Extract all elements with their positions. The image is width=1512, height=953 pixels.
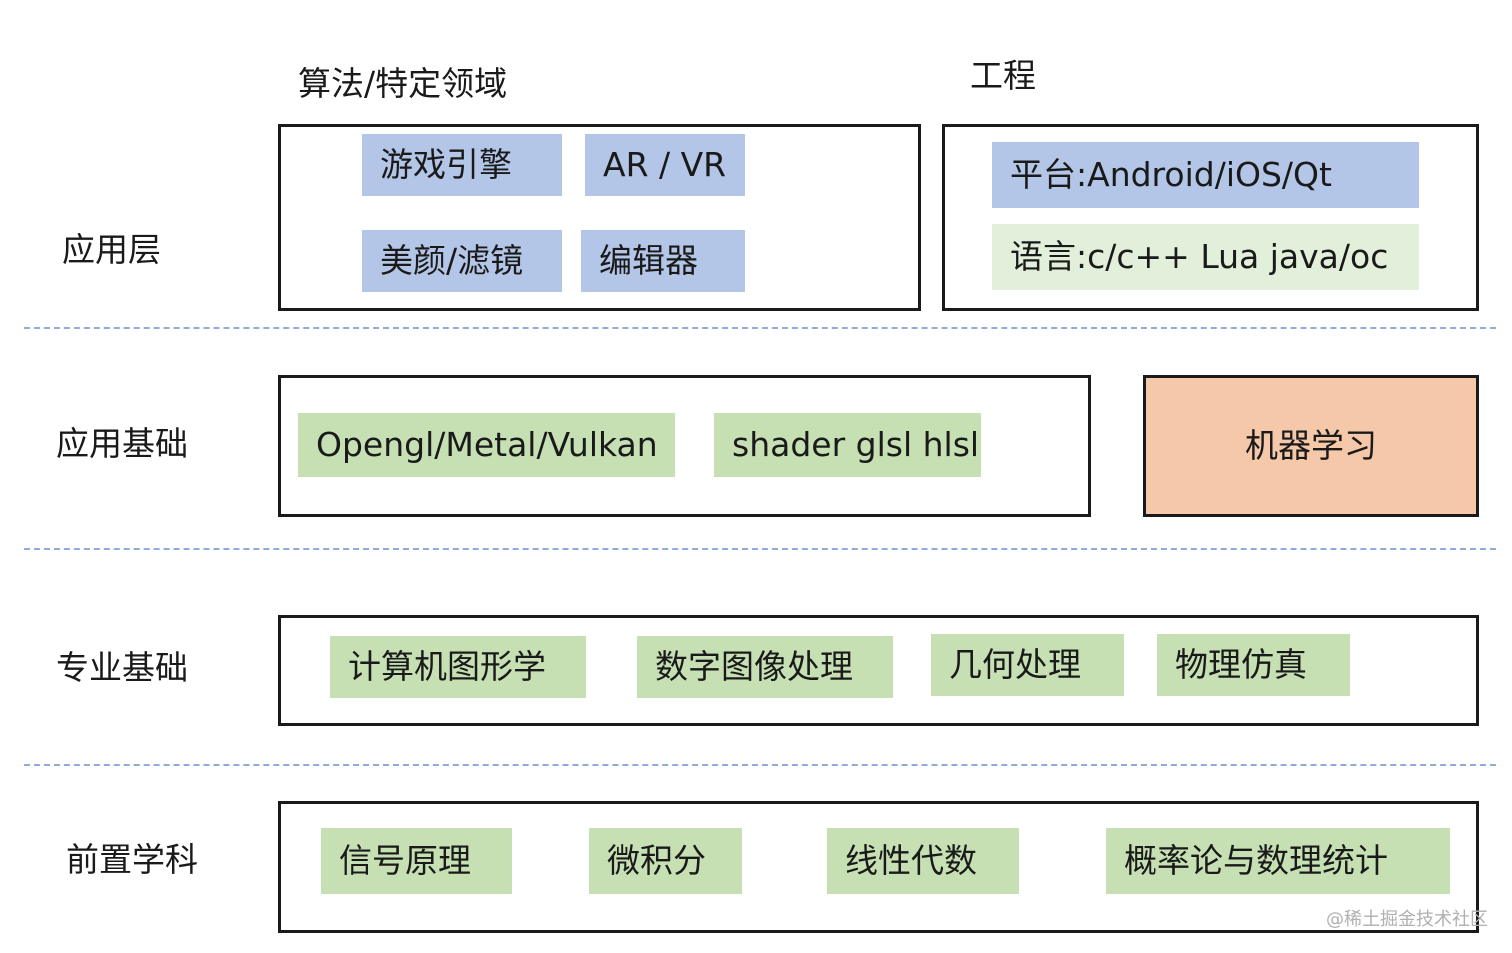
row-label-app-foundation: 应用基础 [56, 424, 188, 463]
divider-3 [24, 764, 1496, 766]
watermark: @稀土掘金技术社区 [1326, 909, 1488, 930]
chip-language: 语言:c/c++ Lua java/oc [992, 224, 1419, 290]
chip-platform: 平台:Android/iOS/Qt [992, 142, 1419, 208]
row-label-application: 应用层 [62, 230, 161, 269]
divider-2 [24, 548, 1496, 550]
chip-computer-graphics: 计算机图形学 [330, 636, 586, 698]
chip-graphics-api: Opengl/Metal/Vulkan [298, 413, 675, 477]
chip-game-engine: 游戏引擎 [362, 134, 562, 196]
chip-shader: shader glsl hlsl [714, 413, 981, 477]
chip-geometry-processing: 几何处理 [931, 634, 1124, 696]
chip-physics-simulation: 物理仿真 [1157, 634, 1350, 696]
chip-linear-algebra: 线性代数 [827, 828, 1019, 894]
divider-1 [24, 327, 1496, 329]
engineering-section-title: 工程 [970, 56, 1036, 95]
chip-ar-vr: AR / VR [585, 134, 745, 196]
chip-calculus: 微积分 [589, 828, 742, 894]
chip-digital-image-processing: 数字图像处理 [637, 636, 893, 698]
machine-learning-box: 机器学习 [1143, 375, 1479, 517]
algorithm-section-title: 算法/特定领域 [298, 64, 508, 103]
chip-signal-theory: 信号原理 [321, 828, 512, 894]
chip-editor: 编辑器 [581, 230, 745, 292]
chip-probability-statistics: 概率论与数理统计 [1106, 828, 1450, 894]
row-label-professional: 专业基础 [56, 648, 188, 687]
chip-beauty-filter: 美颜/滤镜 [362, 230, 562, 292]
row-label-prerequisite: 前置学科 [66, 840, 198, 879]
